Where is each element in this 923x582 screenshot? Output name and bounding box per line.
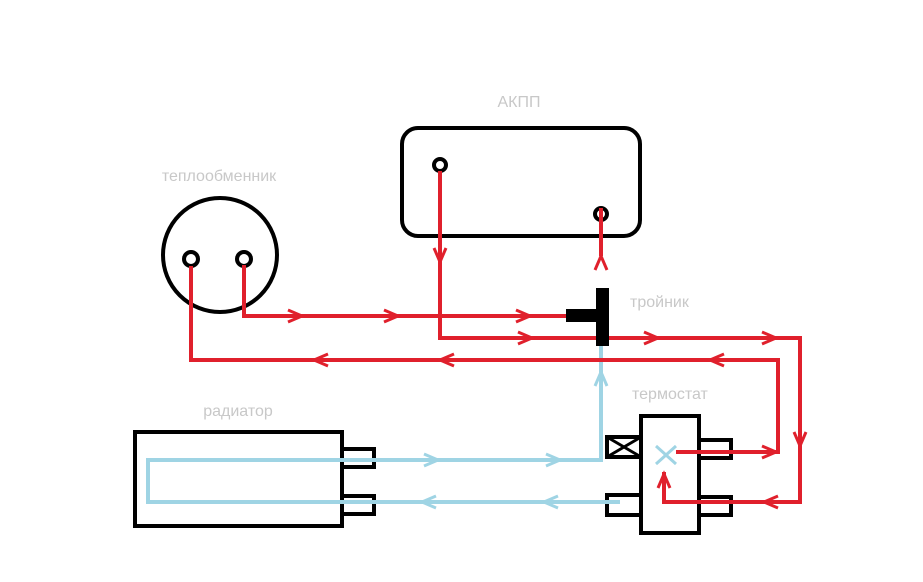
heat-exchanger-port-left [182,250,200,268]
arrow-right-icon [761,330,780,346]
thermostat-valve-closed-icon [606,435,642,459]
thermostat-port-left-top [605,435,643,459]
arrow-right-icon [517,330,536,346]
arrow-down-icon [792,431,808,450]
akpp-body [400,126,642,238]
hot-lines [189,171,802,504]
arrow-up-icon [656,470,672,489]
arrow-down-icon [432,247,448,266]
label-tee: тройник [630,294,690,311]
radiator [133,430,376,528]
label-akpp: АКПП [498,94,541,111]
arrow-right-icon [287,308,306,324]
arrow-left-icon [706,352,725,368]
thermostat-port-right-bottom [697,495,733,517]
exchanger-to-tee-line [242,265,570,318]
arrow-left-icon [540,494,559,510]
thermostat-to-exchanger-line [189,266,780,454]
arrow-up-icon [593,252,609,271]
thermostat-port-left-bottom [605,493,643,517]
heat-exchanger-body [161,196,279,314]
label-thermostat: термостат [632,386,709,403]
cool-lines [146,342,678,504]
arrow-right-icon [383,308,402,324]
radiator-loop-line [146,342,620,504]
thermostat-mix-cross-icon [654,444,678,466]
flow-arrows [287,247,808,510]
thermostat-port-right-top [697,438,733,460]
label-radiator: радиатор [203,403,273,420]
thermostat-body [639,414,701,535]
tee-stem [596,288,609,346]
arrow-left-icon [760,494,779,510]
tee-fitting [566,288,609,346]
arrow-right-icon [545,452,564,468]
arrow-right-icon [423,452,442,468]
radiator-body [133,430,344,528]
arrow-left-icon [418,494,437,510]
arrow-left-icon [310,352,329,368]
arrow-right-icon [515,308,534,324]
akpp-block [400,126,642,238]
tee-branch [566,309,602,322]
arrow-up-icon [593,368,609,387]
arrow-right-icon [643,330,662,346]
label-heat-exchanger: теплообменник [162,168,277,185]
akpp-port-out [432,157,448,173]
akpp-to-thermostat-line [438,171,802,504]
radiator-pipe-bottom [340,494,376,516]
heat-exchanger-port-right [235,250,253,268]
heat-exchanger [161,196,279,314]
arrow-left-icon [436,352,455,368]
thermostat [605,414,733,535]
arrow-right-icon [761,444,780,460]
